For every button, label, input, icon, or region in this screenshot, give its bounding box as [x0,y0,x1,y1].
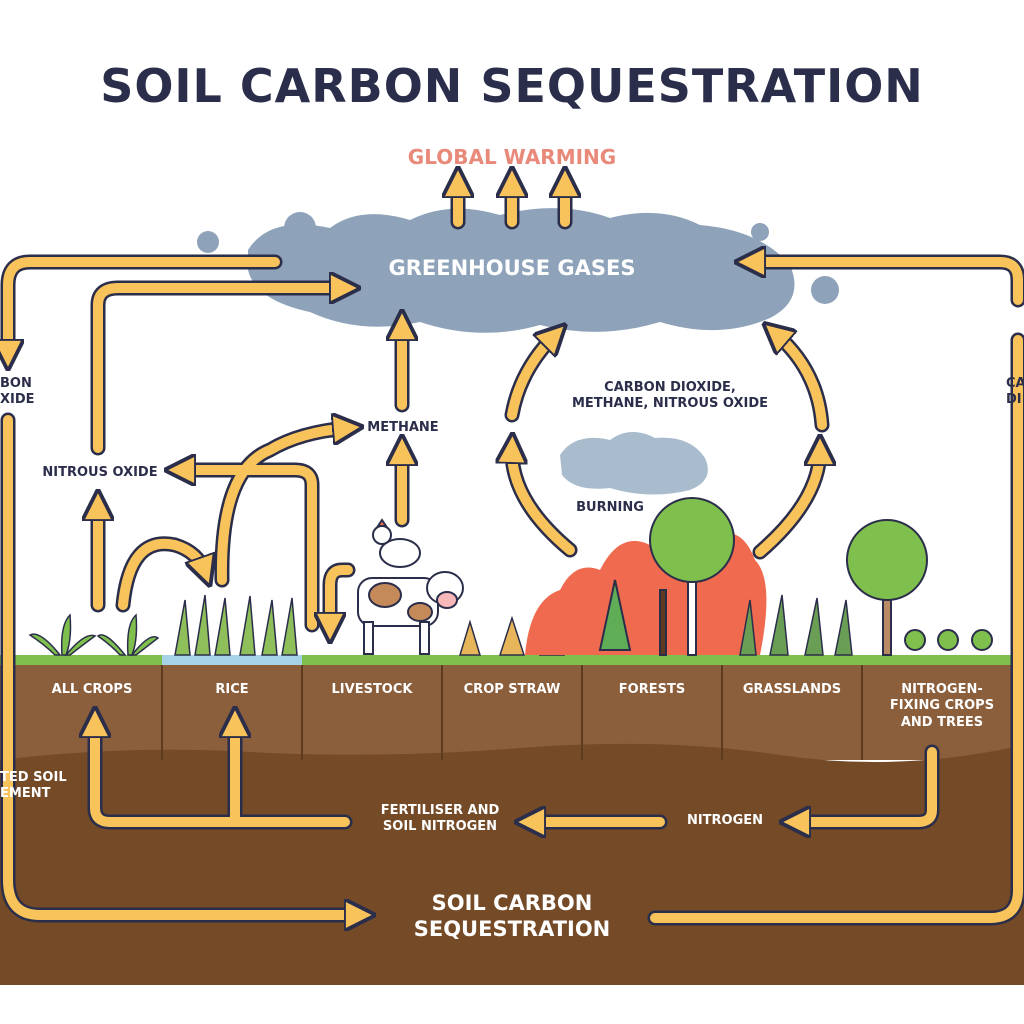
rice-water-strip [162,655,302,665]
topsoil-layer [0,660,1024,760]
global-warming-label: GLOBAL WARMING [407,145,617,169]
combustion-gases-label: CARBON DIOXIDE, METHANE, NITROUS OXIDE [571,380,769,412]
category-rice: RICE [215,682,249,697]
grass-strip [0,655,1024,665]
forest-trees-icon [598,497,735,656]
nitrogen-label: NITROGEN [686,813,764,828]
category-all-crops: ALL CROPS [51,682,133,697]
deep-soil-layer [0,743,1024,985]
fertiliser-label: FERTILISER AND SOIL NITROGEN [380,803,500,835]
left-management-label: TED SOIL EMENT [0,770,67,802]
category-grasslands: GRASSLANDS [742,682,842,697]
column-dividers [161,665,863,760]
rice-plants-icon [174,594,298,656]
category-forests: FORESTS [618,682,686,697]
burning-label: BURNING [576,500,644,515]
left-gas-label: BON XIDE [0,376,35,408]
methane-label: METHANE [367,420,439,435]
category-nitrogen-fixing: NITROGEN- FIXING CROPS AND TREES [889,682,995,730]
greenhouse-cloud [197,208,839,333]
chicken-icon [372,518,421,568]
category-crop-straw: CROP STRAW [463,682,561,697]
nitrogen-tree-icon [846,519,993,656]
crops-plants-icon [28,613,160,656]
category-livestock: LIVESTOCK [331,682,413,697]
greenhouse-gases-label: GREENHOUSE GASES [388,256,636,280]
nitrous-oxide-label: NITROUS OXIDE [42,465,158,480]
grass-icon [739,594,853,656]
page-title: SOIL CARBON SEQUESTRATION [100,59,924,113]
arrow-fills [8,182,1023,918]
smoke-cloud-icon [560,431,708,495]
cow-icon [357,571,464,655]
soil-carbon-label: SOIL CARBON SEQUESTRATION [413,891,611,942]
right-gas-label: CA DI [1006,376,1024,408]
